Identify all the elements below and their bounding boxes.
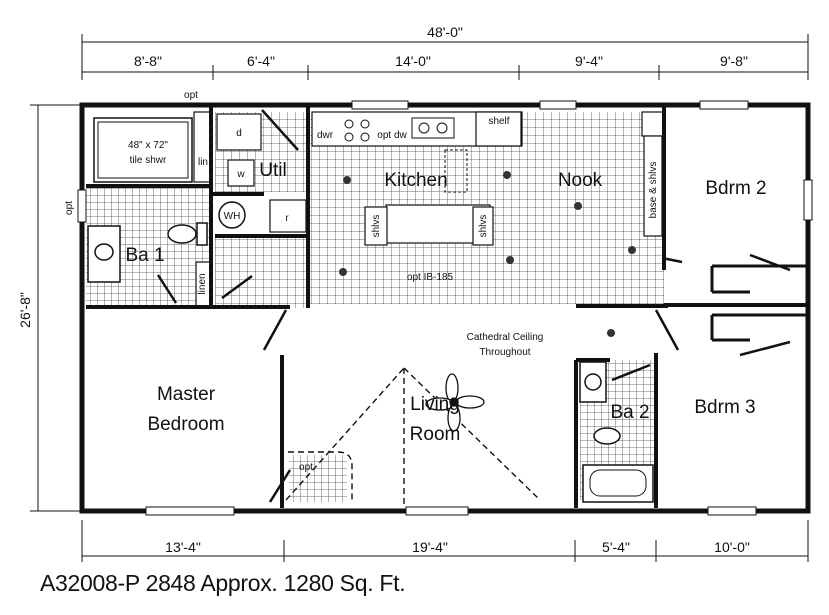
note-shower-2: tile shwr: [130, 155, 167, 166]
bath-1-fixtures: [87, 117, 208, 283]
note-shelf: shelf: [488, 116, 509, 127]
room-label-ba1: Ba 1: [125, 245, 164, 266]
top-dim-2: 6'-4": [247, 53, 275, 69]
note-water-heater: WH: [224, 211, 241, 222]
note-cathedral-1: Cathedral Ceiling: [467, 332, 544, 343]
room-label-living-2: Room: [410, 424, 461, 445]
note-base-shlvs: base & shlvs: [648, 162, 659, 219]
bottom-dim-1: 13'-4": [165, 539, 201, 555]
note-washer: w: [236, 169, 245, 180]
room-label-master-1: Master: [157, 384, 216, 405]
top-dim-1: 8'-8": [134, 53, 162, 69]
water-heater: [218, 201, 246, 229]
top-dim-5: 9'-8": [720, 53, 748, 69]
room-label-ba2: Ba 2: [610, 402, 649, 423]
note-opt-left: opt: [64, 201, 75, 215]
closets: [710, 264, 808, 342]
fridge-space: [444, 149, 468, 193]
windows: [77, 100, 813, 516]
ceiling-fan-icon: [425, 373, 485, 432]
note-shower-1: 48" x 72": [128, 140, 168, 151]
plan-caption: A32008-P 2848 Approx. 1280 Sq. Ft.: [40, 570, 406, 596]
bottom-dim-2: 19'-4": [412, 539, 448, 555]
room-label-util: Util: [259, 160, 286, 181]
note-cathedral-2: Throughout: [479, 347, 530, 358]
room-label-nook: Nook: [558, 170, 603, 191]
bottom-dim-4: 10'-0": [714, 539, 750, 555]
note-dryer: d: [236, 128, 242, 139]
room-label-kitchen: Kitchen: [384, 170, 447, 191]
note-opt-closet: opt: [299, 462, 313, 473]
left-dimension: [30, 104, 80, 512]
top-dim-3: 14'-0": [395, 53, 431, 69]
note-lin: lin: [198, 157, 208, 168]
bath-2-fixtures: [579, 361, 654, 503]
door-swings: [156, 109, 791, 503]
note-fridge: r: [285, 213, 289, 224]
note-linen: linen: [197, 273, 208, 294]
bottom-dimensions: [81, 520, 809, 562]
note-opt-ib: opt IB-185: [407, 272, 454, 283]
note-shlvs-right: shlvs: [478, 215, 489, 238]
bottom-dim-3: 5'-4": [602, 539, 630, 555]
top-dimensions: [81, 34, 809, 80]
room-label-bdrm3: Bdrm 3: [694, 397, 755, 418]
room-label-bdrm2: Bdrm 2: [705, 178, 766, 199]
note-shlvs-left: shlvs: [371, 215, 382, 238]
kitchen-sink: [411, 117, 455, 139]
top-dim-4: 9'-4": [575, 53, 603, 69]
overall-width-label: 48'-0": [427, 24, 463, 40]
overall-depth-label: 26'-8": [17, 292, 33, 328]
room-label-living-1: Living: [410, 394, 460, 415]
note-opt-dw: opt dw: [377, 130, 407, 141]
light-fixtures: [339, 171, 636, 337]
room-label-master-2: Bedroom: [147, 414, 224, 435]
interior-walls: [86, 105, 808, 508]
cathedral-ceiling-lines: [285, 367, 541, 505]
note-dwr: dwr: [317, 130, 334, 141]
note-opt-top: opt: [184, 90, 198, 101]
